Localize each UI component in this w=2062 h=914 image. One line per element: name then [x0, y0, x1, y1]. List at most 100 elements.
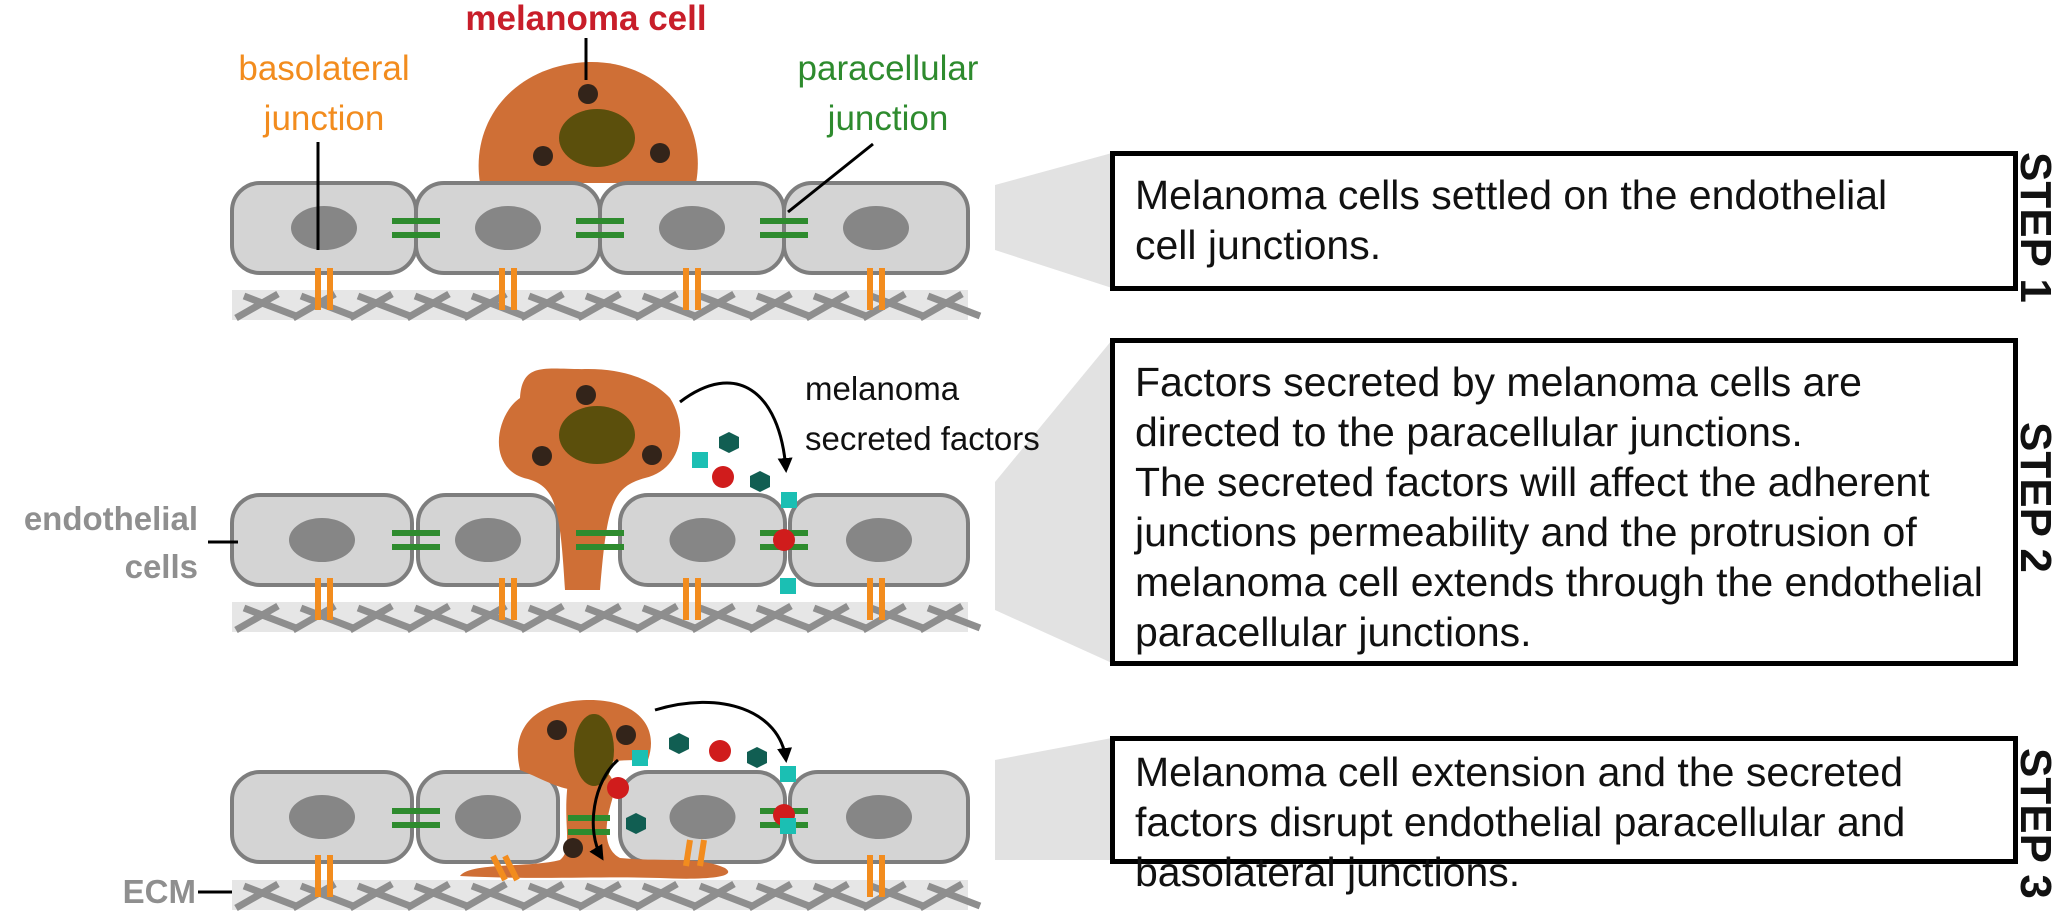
- ecm-fiber: [641, 292, 697, 320]
- step1-text-line: cell junctions.: [1135, 222, 1382, 268]
- ecm-fiber: [584, 882, 640, 910]
- ecm-fiber: [527, 604, 583, 632]
- ecm-fiber: [413, 292, 469, 320]
- dark-factor: [719, 432, 739, 453]
- ecm-fiber: [356, 292, 412, 320]
- secretion-arrow: [679, 381, 793, 473]
- ecm-label: ECM: [123, 873, 196, 910]
- ecm-fiber: [747, 880, 793, 912]
- ecm-fiber: [690, 880, 736, 912]
- dark-factor: [669, 733, 689, 754]
- ecm-fiber: [918, 602, 964, 634]
- melanoma-granule: [578, 84, 598, 104]
- step2-text-line: paracellular junctions.: [1135, 609, 1532, 655]
- ecm-fiber: [470, 292, 526, 320]
- ecm-fiber: [698, 604, 754, 632]
- ecm-fiber: [576, 880, 622, 912]
- ecm-fiber: [926, 882, 982, 910]
- red-factor: [709, 740, 731, 762]
- ecm-fiber: [470, 882, 526, 910]
- secreted-factors-label-line2: secreted factors: [805, 420, 1040, 457]
- ecm-fiber: [462, 880, 508, 912]
- teal-factor: [781, 492, 797, 508]
- step2-text-line: junctions permeability and the protrusio…: [1135, 509, 1917, 555]
- basolateral-junction: [502, 854, 520, 882]
- ecm-fiber: [698, 882, 754, 910]
- ecm-fiber: [641, 882, 697, 910]
- melanoma-granule: [563, 838, 583, 858]
- step1-label: STEP 1: [2011, 152, 2060, 303]
- ecm-fiber: [519, 290, 565, 322]
- basolateral-junction: [490, 854, 508, 882]
- ecm-fiber: [234, 880, 280, 912]
- ecm-fiber: [242, 292, 298, 320]
- endothelial-nucleus: [289, 518, 355, 562]
- endothelial-nucleus: [669, 518, 736, 562]
- ecm-fiber: [348, 290, 394, 322]
- ecm-fiber: [918, 880, 964, 912]
- ecm-fiber: [804, 880, 850, 912]
- melanoma-granule: [642, 445, 662, 465]
- step1-scene: [230, 38, 970, 310]
- endothelial-cells-label-line1: endothelial: [24, 500, 198, 537]
- endothelial-nucleus: [659, 206, 725, 250]
- basolateral-label-line2: junction: [263, 99, 385, 138]
- ecm-fiber: [234, 602, 280, 634]
- endothelial-nucleus: [455, 795, 521, 839]
- melanoma-granule: [616, 725, 636, 745]
- paracellular-label-line1: paracellular: [798, 49, 979, 88]
- ecm-fiber: [926, 604, 982, 632]
- ecm-fiber: [405, 880, 451, 912]
- dark-factor: [750, 471, 770, 492]
- melanoma-nucleus: [559, 109, 635, 167]
- melanoma-granule: [547, 720, 567, 740]
- ecm-fiber: [527, 882, 583, 910]
- step2-text-line: Factors secreted by melanoma cells are: [1135, 359, 1862, 405]
- ecm-fiber: [812, 882, 868, 910]
- ecm-fiber: [519, 602, 565, 634]
- ecm-fiber: [242, 882, 298, 910]
- ecm-fiber: [348, 880, 394, 912]
- step3-callout-wedge: [995, 738, 1112, 860]
- melanoma-nucleus: [559, 406, 635, 464]
- ecm-fiber: [584, 292, 640, 320]
- step3-description-box: Melanoma cell extension and the secreted…: [1110, 736, 2018, 895]
- step2-text-line: melanoma cell extends through the endoth…: [1135, 559, 1983, 605]
- step2-text-line: The secreted factors will affect the adh…: [1135, 459, 1930, 505]
- melanoma-granule: [532, 446, 552, 466]
- step1-text-line: Melanoma cells settled on the endothelia…: [1135, 172, 1888, 218]
- ecm-fiber: [234, 290, 280, 322]
- ecm-fiber: [405, 602, 451, 634]
- ecm-fiber: [527, 292, 583, 320]
- step2-callout-wedge: [995, 340, 1112, 663]
- melanoma-granule: [576, 385, 596, 405]
- melanoma-protrusion: [498, 368, 681, 590]
- ecm-fiber: [641, 604, 697, 632]
- ecm-fiber: [413, 604, 469, 632]
- step3-text-line: factors disrupt endothelial paracellular…: [1135, 799, 1906, 845]
- teal-factor: [780, 818, 796, 834]
- ecm-fiber: [755, 292, 811, 320]
- melanoma-granule: [533, 146, 553, 166]
- ecm-fiber: [926, 292, 982, 320]
- ecm-fiber: [633, 290, 679, 322]
- secretion-arrow: [654, 700, 793, 763]
- ecm-fiber: [519, 880, 565, 912]
- ecm-fiber: [812, 604, 868, 632]
- ecm-fiber: [690, 602, 736, 634]
- step3-text-line: Melanoma cell extension and the secreted: [1135, 749, 1904, 795]
- endothelial-nucleus: [846, 518, 912, 562]
- ecm-fiber: [584, 604, 640, 632]
- step2-description-box: Factors secreted by melanoma cells are d…: [1110, 338, 2018, 666]
- red-factor: [607, 777, 629, 799]
- ecm-fiber: [348, 602, 394, 634]
- ecm-fiber: [690, 290, 736, 322]
- ecm-fiber: [242, 604, 298, 632]
- ecm-fiber: [405, 290, 451, 322]
- invasion-arrow: [589, 758, 619, 861]
- basolateral-junction: [683, 839, 693, 867]
- endothelial-nucleus: [669, 795, 736, 839]
- red-factor: [712, 466, 734, 488]
- ecm-fiber: [918, 290, 964, 322]
